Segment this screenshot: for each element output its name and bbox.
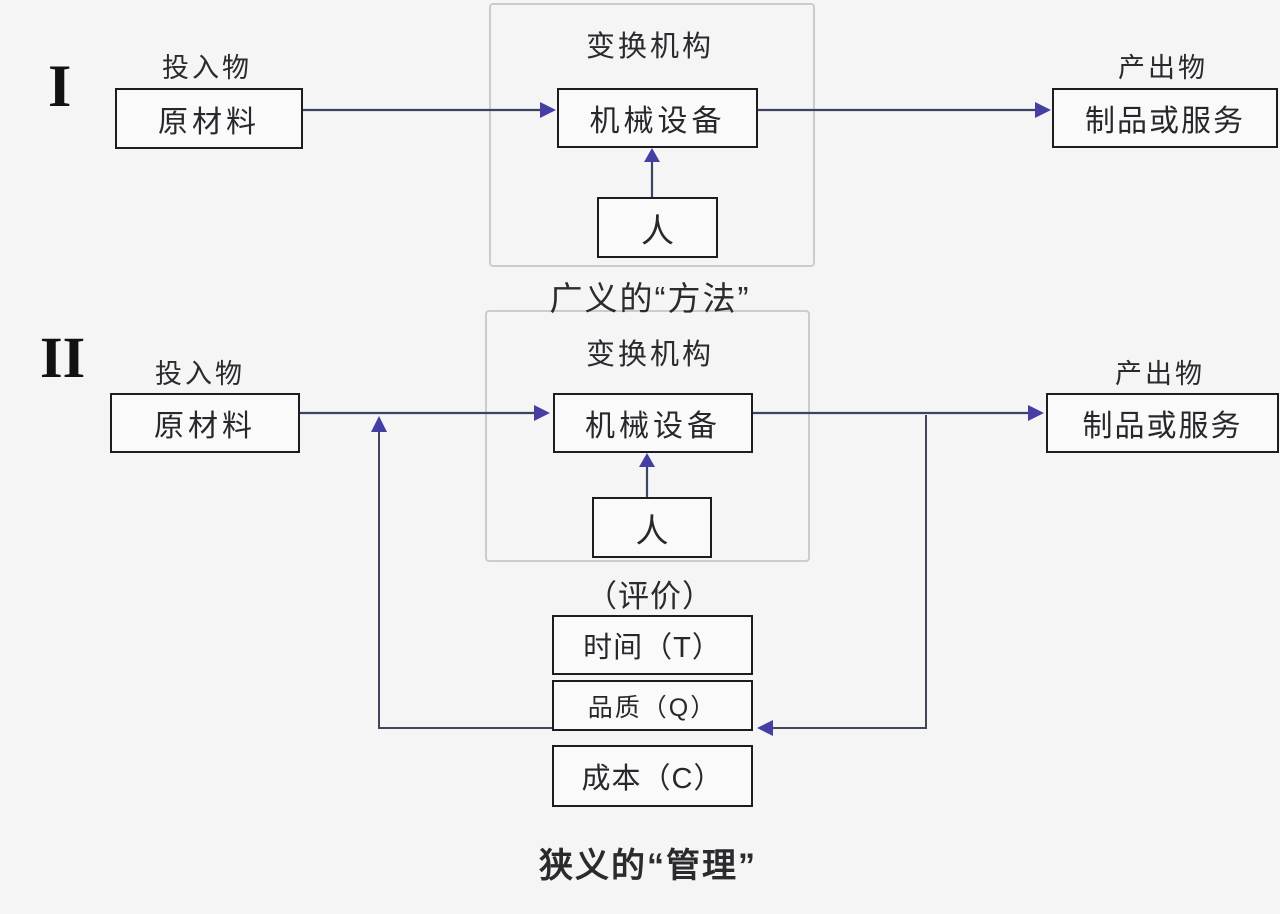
transform-container-section2 [485,310,810,562]
s2-mechanism-box: 机械设备 [553,393,753,453]
section2-numeral: II [40,325,86,390]
caption-broad-method: 广义的“方法” [549,280,751,317]
s2-output-box: 制品或服务 [1046,393,1279,453]
s2-mechanism-label: 变换机构 [585,339,715,371]
s2-feedback-right-line [773,415,927,729]
section1-numeral: I [48,53,72,119]
s1-mechanism-label: 变换机构 [585,31,715,63]
s2-cost-box: 成本（C） [552,745,753,807]
s1-output-box: 制品或服务 [1052,88,1278,148]
caption-narrow-management: 狭义的“管理” [539,847,757,885]
s2-person-box: 人 [592,497,712,558]
transform-container-section1 [489,3,815,267]
s2-input-label: 投入物 [155,359,245,389]
s1-person-arrowhead [644,148,660,162]
s1-person-box: 人 [597,197,718,258]
s2-input-box: 原材料 [110,393,300,453]
s1-input-label: 投入物 [162,53,252,83]
s1-mechanism-box: 机械设备 [557,88,758,148]
s1-input-arrowhead [540,102,556,118]
s2-evaluation-label: （评价） [586,579,714,614]
s2-output-label: 产出物 [1115,359,1205,389]
s1-output-label: 产出物 [1118,53,1208,83]
s2-person-arrowhead [639,453,655,467]
s1-output-arrowhead [1035,102,1051,118]
s2-time-box: 时间（T） [552,615,753,675]
s2-quality-box: 品质（Q） [552,680,753,731]
s2-feedback-up-arrowhead [371,416,387,432]
s1-input-box: 原材料 [115,88,303,149]
s2-output-arrowhead [1028,405,1044,421]
s2-feedback-left-arrowhead [757,720,773,736]
s2-feedback-return-line [378,432,552,729]
s2-input-arrowhead [534,405,550,421]
